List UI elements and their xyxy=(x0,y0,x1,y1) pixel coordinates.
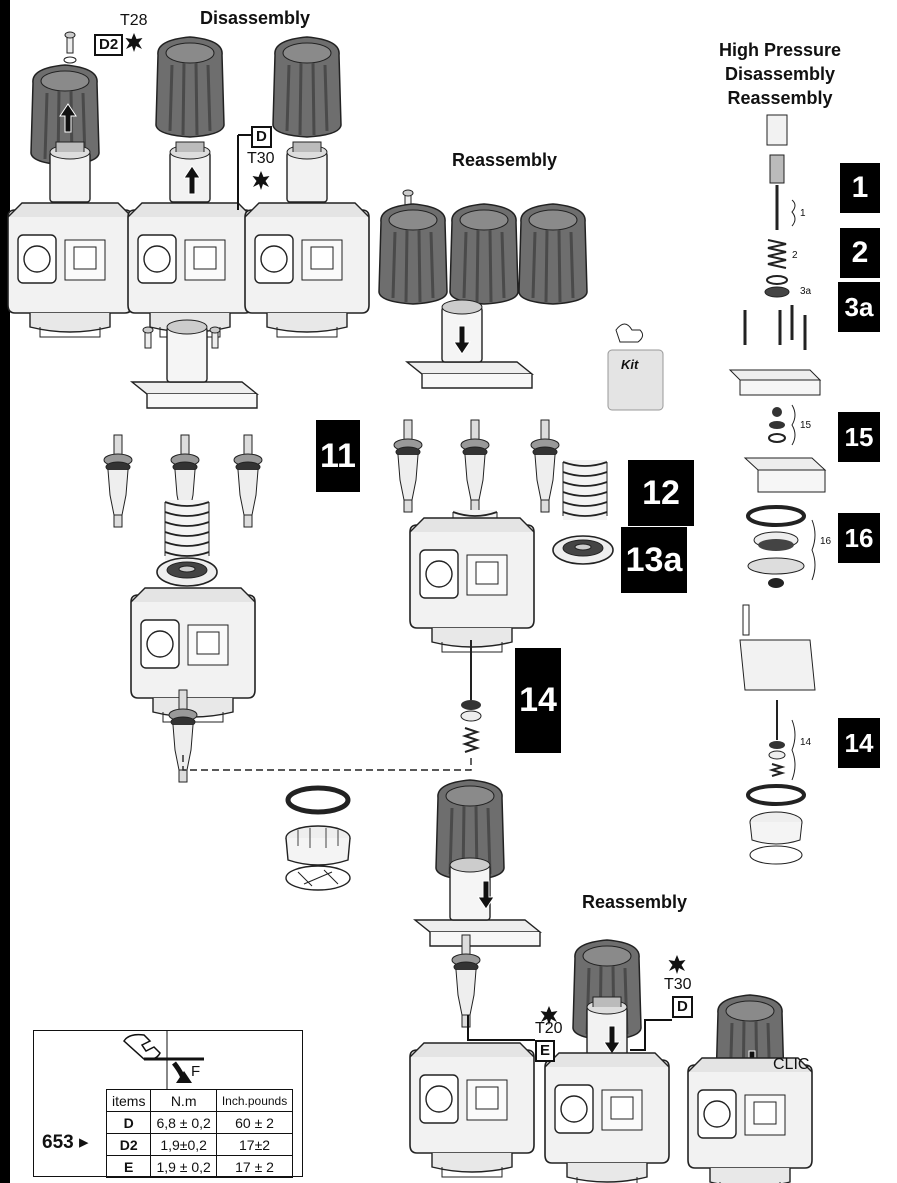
star-icon-t28 xyxy=(125,33,143,52)
table-row: D2 1,9±0,2 17±2 xyxy=(105,1133,294,1156)
heading-reassembly-mid: Reassembly xyxy=(452,150,558,170)
label-d-bottom: D xyxy=(672,996,693,1018)
callout-3a: 3a xyxy=(800,286,812,297)
label-d-top: D xyxy=(251,126,272,148)
heading-high-pressure-line3: Reassembly xyxy=(727,88,833,108)
label-t30-bottom: T30 xyxy=(664,976,692,993)
step-hp-16: 16 xyxy=(838,513,880,563)
step-hp-2: 2 xyxy=(840,228,880,278)
step-hp-1: 1 xyxy=(840,163,880,213)
header-items: items xyxy=(105,1089,152,1112)
force-label: F xyxy=(191,1063,201,1080)
label-t20: T20 xyxy=(535,1020,563,1037)
callout-15: 15 xyxy=(800,420,812,431)
table-row: E 1,9 ± 0,2 17 ± 2 xyxy=(105,1155,294,1178)
header-nm: N.m xyxy=(150,1089,217,1112)
callout-16: 16 xyxy=(820,536,832,547)
step-12: 12 xyxy=(628,460,694,526)
header-inch-pounds: Inch.pounds xyxy=(215,1089,294,1112)
step-11: 11 xyxy=(316,420,360,492)
label-t28: T28 xyxy=(120,12,148,29)
step-13a: 13a xyxy=(621,527,687,593)
step-hp-15: 15 xyxy=(838,412,880,462)
heading-reassembly-bottom: Reassembly xyxy=(582,892,688,912)
label-d2: D2 xyxy=(94,34,124,56)
heading-high-pressure-line2: Disassembly xyxy=(724,64,836,84)
torque-table-panel: F 653 ▸ items N.m Inch.pounds D 6,8 ± 0,… xyxy=(33,1030,303,1178)
left-edge-bar xyxy=(0,0,10,1183)
callout-2: 2 xyxy=(792,250,798,261)
callout-1: 1 xyxy=(800,208,806,219)
torque-table: items N.m Inch.pounds D 6,8 ± 0,2 60 ± 2… xyxy=(105,1089,294,1178)
row-d-inlb: 60 ± 2 xyxy=(215,1111,294,1134)
star-icon-t30-top xyxy=(252,171,270,190)
heading-disassembly: Disassembly xyxy=(200,8,311,28)
kit-label: Kit xyxy=(621,357,639,372)
label-t30-top: T30 xyxy=(247,150,275,167)
row-e-item: E xyxy=(105,1155,152,1178)
row-e-nm: 1,9 ± 0,2 xyxy=(150,1155,217,1178)
heading-high-pressure: High Pressure Disassembly Reassembly xyxy=(700,38,860,110)
label-e: E xyxy=(535,1040,556,1062)
row-d2-nm: 1,9±0,2 xyxy=(150,1133,217,1156)
row-d-nm: 6,8 ± 0,2 xyxy=(150,1111,217,1134)
step-hp-3a: 3a xyxy=(838,282,880,332)
wrench-icon xyxy=(123,1031,204,1089)
callout-14: 14 xyxy=(800,737,812,748)
row-d2-inlb: 17±2 xyxy=(215,1133,294,1156)
model-number: 653 xyxy=(42,1132,74,1153)
model-arrow-icon: ▸ xyxy=(78,1132,89,1153)
row-d2-item: D2 xyxy=(105,1133,152,1156)
star-icon-t30-bottom xyxy=(668,955,686,974)
table-row: D 6,8 ± 0,2 60 ± 2 xyxy=(105,1111,294,1134)
row-d-item: D xyxy=(105,1111,152,1134)
label-clic: CLIC xyxy=(773,1056,810,1073)
heading-high-pressure-line1: High Pressure xyxy=(718,40,842,60)
step-14: 14 xyxy=(515,648,561,753)
step-hp-14: 14 xyxy=(838,718,880,768)
row-e-inlb: 17 ± 2 xyxy=(215,1155,294,1178)
model-label: 653 ▸ xyxy=(42,1131,89,1154)
